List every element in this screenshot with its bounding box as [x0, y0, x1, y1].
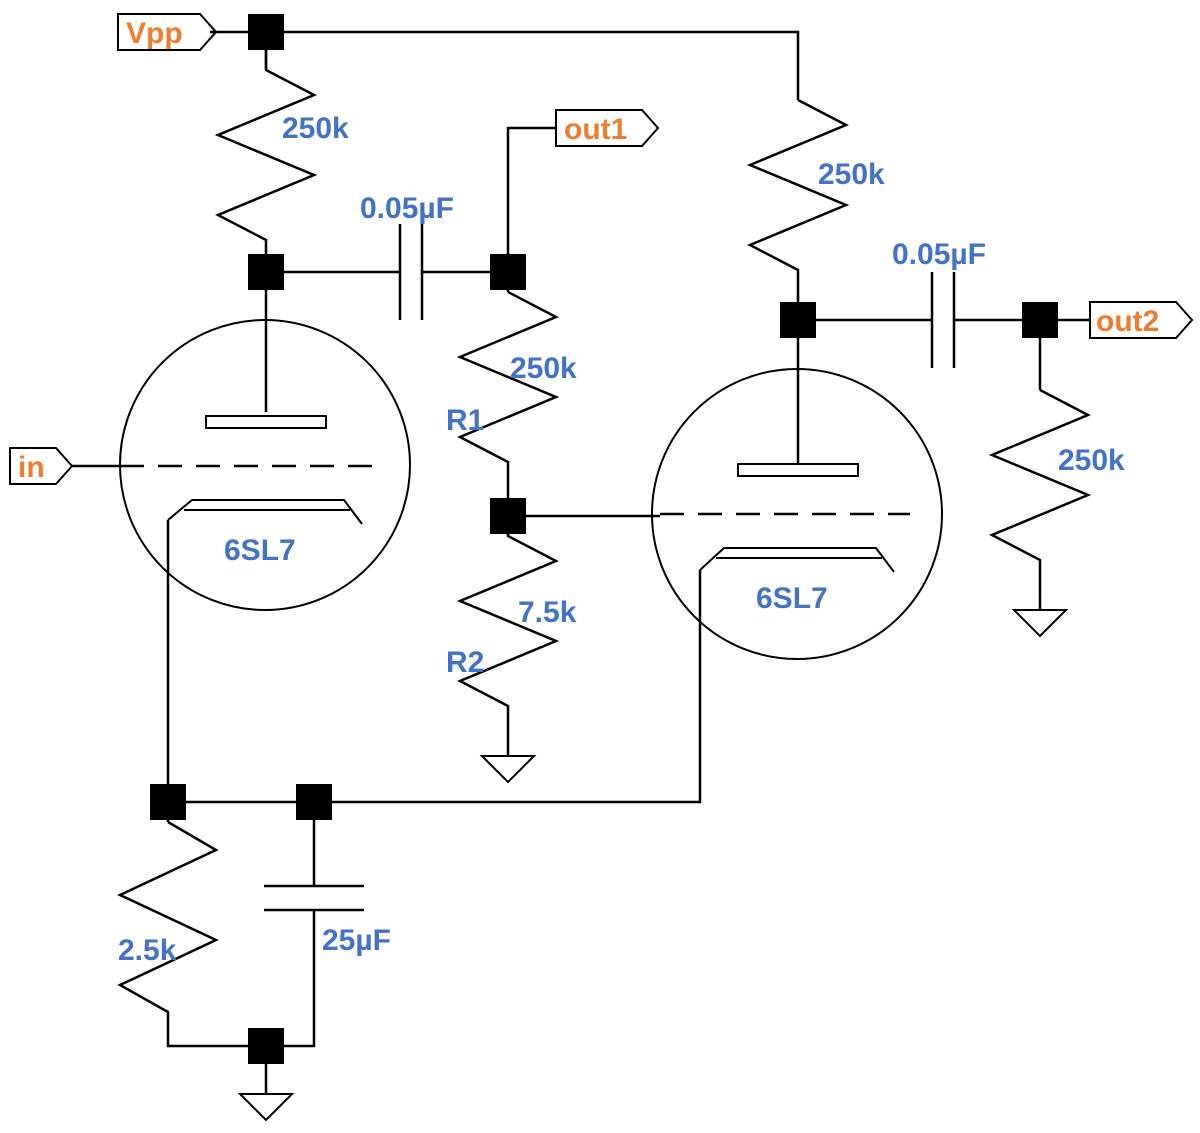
- ground-symbol-r2: [479, 755, 537, 784]
- port-in: in: [9, 447, 74, 485]
- resistor-plate2: [746, 98, 850, 300]
- label-r1-value: 250k: [510, 352, 577, 385]
- resistor-plate1: [214, 50, 318, 252]
- label-r-plate2: 250k: [818, 158, 885, 191]
- label-r2-name: R2: [446, 646, 484, 679]
- label-r2-value: 7.5k: [518, 596, 577, 629]
- node-plate2: [780, 302, 816, 338]
- capacitor-coupling2: [930, 272, 956, 368]
- wire-out1: [506, 126, 556, 272]
- label-r-out2: 250k: [1058, 444, 1125, 477]
- port-out2: out2: [1089, 301, 1194, 339]
- node-grid2: [490, 498, 526, 534]
- port-out1-label: out1: [564, 113, 627, 146]
- wire-vpp-rail: [210, 30, 800, 100]
- label-r-cathode: 2.5k: [118, 934, 177, 967]
- node-ground: [248, 1028, 284, 1064]
- wire-cathode-rail: [168, 570, 702, 804]
- port-vpp: Vpp: [117, 13, 218, 51]
- label-tube1: 6SL7: [224, 534, 296, 567]
- capacitor-bypass: [264, 884, 364, 912]
- ground-symbol-out2: [1011, 609, 1069, 638]
- tube-1-cathode: [167, 499, 363, 525]
- resistor-out2: [988, 388, 1092, 586]
- tube-1: [119, 319, 411, 611]
- label-c-coupling1: 0.05µF: [360, 192, 454, 225]
- node-out2: [1022, 302, 1058, 338]
- wire-bypass-bottom: [266, 910, 316, 1048]
- port-out2-label: out2: [1096, 305, 1159, 338]
- resistor-r1: [456, 290, 560, 516]
- node-cathode-rail: [296, 784, 332, 820]
- tube-2-plate: [737, 463, 859, 477]
- ground-symbol-cathode: [237, 1070, 295, 1122]
- label-c-coupling2: 0.05µF: [892, 238, 986, 271]
- label-c-bypass: 25µF: [322, 924, 391, 957]
- label-r1-name: R1: [446, 404, 484, 437]
- resistor-r2: [456, 516, 560, 736]
- port-in-label: in: [18, 451, 45, 484]
- tube-2: [651, 368, 943, 660]
- wires: [72, 30, 1090, 1070]
- tube-2-envelope: [651, 368, 943, 660]
- port-out1: out1: [555, 109, 660, 147]
- node-r1-top: [490, 254, 526, 290]
- tube-1-plate: [205, 415, 327, 429]
- junction-nodes: [150, 14, 1058, 1064]
- node-plate1: [248, 254, 284, 290]
- node-cathode1: [150, 784, 186, 820]
- node-vpp: [248, 14, 284, 50]
- capacitor-coupling1: [398, 224, 424, 320]
- label-r-plate1: 250k: [282, 112, 349, 145]
- component-labels: 250k 0.05µF 250k 0.05µF 250k R1 7.5k R2 …: [118, 112, 1125, 967]
- port-vpp-label: Vpp: [126, 17, 183, 50]
- resistor-cathode: [117, 820, 219, 1020]
- label-tube2: 6SL7: [756, 582, 828, 615]
- tube-2-cathode: [699, 547, 895, 573]
